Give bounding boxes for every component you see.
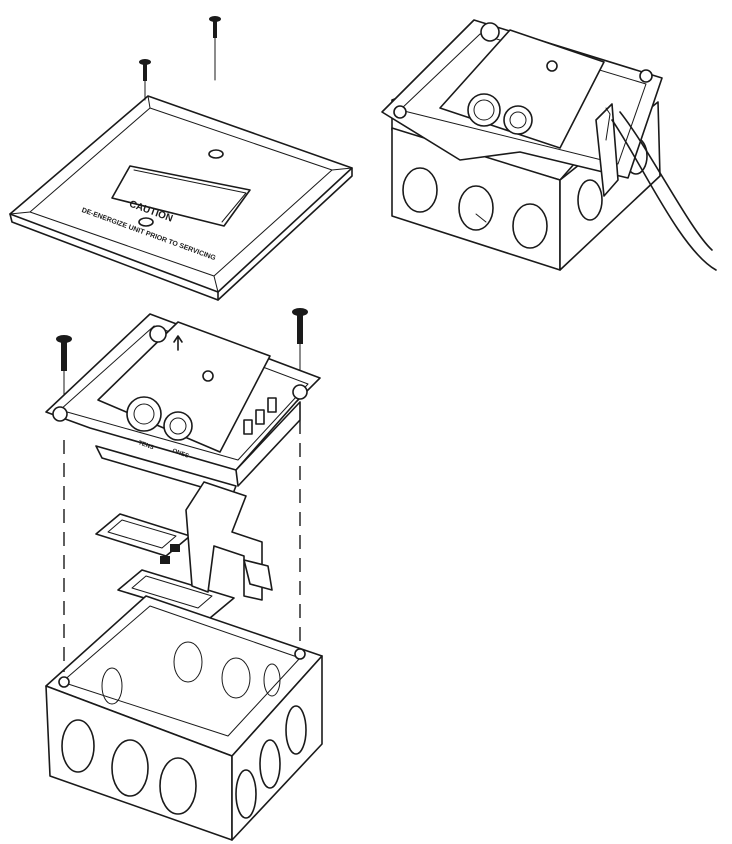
cover-screw-hole-lower [138, 217, 154, 227]
knockout [61, 719, 95, 773]
dial-icon [503, 105, 533, 135]
screw-icon [139, 59, 151, 101]
dial-icon [467, 93, 501, 127]
knockout [235, 769, 257, 819]
cover-screw-hole-upper [208, 149, 224, 159]
knockout [159, 757, 197, 815]
dial-icon [126, 396, 162, 432]
screw-icon [209, 16, 221, 81]
dial-right-label: ONES [171, 448, 189, 459]
wiring-bracket [95, 481, 273, 619]
knockout [259, 739, 281, 789]
knockout [111, 739, 149, 797]
dial-icon [163, 411, 193, 441]
knockout [285, 705, 307, 755]
dial-left-label: TENS [137, 440, 154, 451]
assembled-unit [381, 19, 717, 271]
screw-icon [393, 105, 407, 119]
module-plate: TENS ONES [45, 313, 321, 497]
cover-plate: CAUTION DE-ENERGIZE UNIT PRIOR TO SERVIC… [9, 95, 353, 301]
cover-window [111, 165, 251, 227]
up-arrow-icon [173, 335, 183, 351]
screw-icon [639, 69, 653, 83]
electrical-box [45, 595, 323, 841]
